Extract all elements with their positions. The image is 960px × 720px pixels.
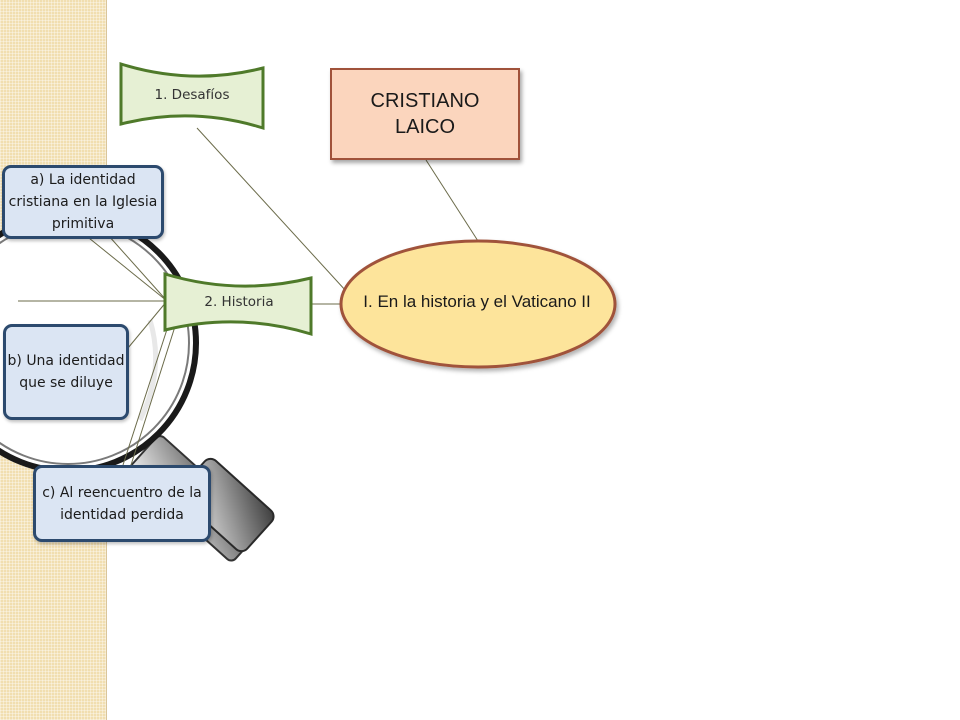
connector-historia-to-c: [122, 316, 172, 466]
center-node: I. En la historia y el Vaticano II: [352, 262, 602, 342]
flag-historia-shape: [163, 271, 313, 337]
sub-item-c-text: c) Al reencuentro de la identidad perdid…: [42, 484, 202, 523]
connector-historia-to-a-2: [107, 234, 168, 302]
sub-item-b-text: b) Una identidad que se diluye: [7, 353, 125, 391]
sub-item-a-text: a) La identidad cristiana en la Iglesia …: [8, 172, 158, 232]
connector-title-to-center: [425, 159, 479, 242]
connector-desafios-to-center: [196, 127, 347, 292]
center-ellipse-shape: [339, 239, 617, 369]
title-box-text: CRISTIANO LAICO: [370, 90, 480, 138]
connector-historia-to-a-1: [83, 233, 168, 302]
center-node-text: I. En la historia y el Vaticano II: [363, 292, 591, 311]
flag-desafios: 1. Desafíos: [122, 78, 262, 112]
title-box: CRISTIANO LAICO: [330, 68, 520, 160]
connector-historia-to-b: [127, 300, 168, 349]
flag-desafios-shape: [119, 61, 265, 131]
flag-historia-text: 2. Historia: [204, 294, 274, 310]
flag-desafios-text: 1. Desafíos: [154, 87, 230, 103]
connector-lines: [18, 127, 479, 466]
connector-historia-to-c-2: [130, 316, 179, 466]
sub-item-a: a) La identidad cristiana en la Iglesia …: [2, 165, 164, 239]
sub-item-b: b) Una identidad que se diluye: [3, 324, 129, 420]
sub-item-c: c) Al reencuentro de la identidad perdid…: [33, 465, 211, 542]
flag-historia: 2. Historia: [166, 284, 312, 320]
